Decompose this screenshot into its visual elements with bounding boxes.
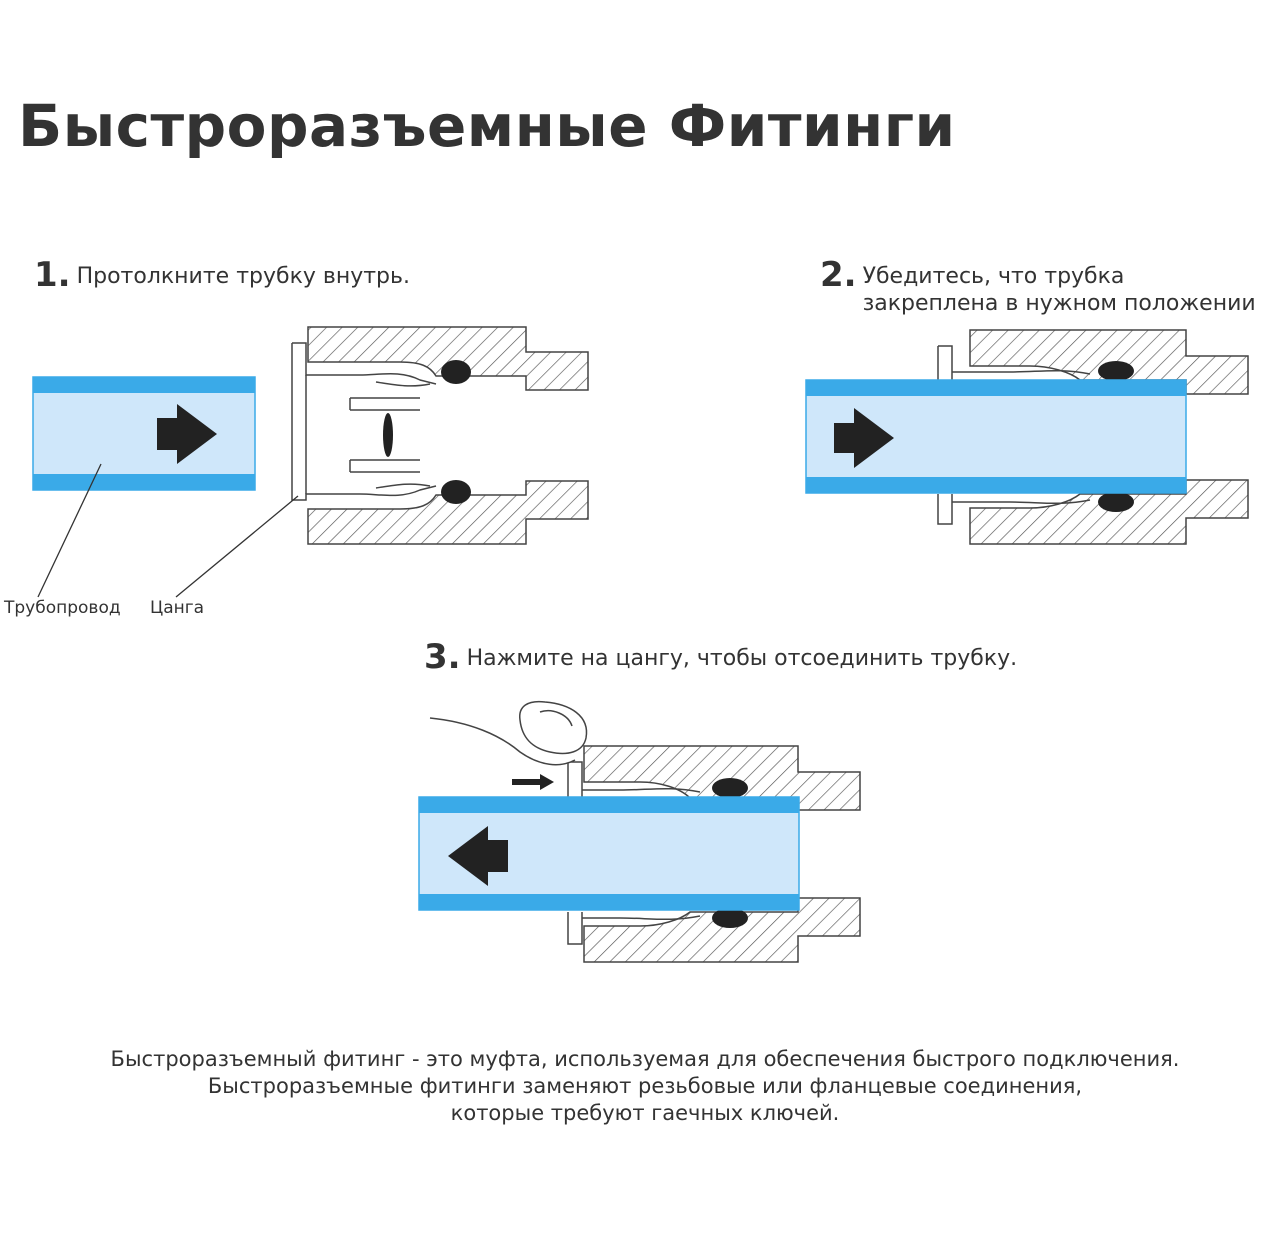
step2-seal-top [1098,361,1134,381]
collet-label: Цанга [150,598,205,618]
step1-push-arrow-icon [157,404,217,464]
step3-seal-top [712,778,748,798]
step1-seal-top [441,360,471,384]
page-title: Быстроразъемные Фитинги [18,92,956,160]
step2-push-arrow-icon [834,408,894,468]
step3-tube [418,796,800,911]
step-2-text-line1: Убедитесь, что трубка [862,264,1125,289]
step-2-number: 2. [820,255,857,295]
footer-line-3: которые требуют гаечных ключей. [450,1101,840,1125]
step-3-text: Нажмите на цангу, чтобы отсоединить труб… [466,646,1018,671]
footer-line-2: Быстроразъемные фитинги заменяют резьбов… [207,1074,1083,1098]
pipe-label: Трубопровод [4,598,121,618]
step3-body-bottom [583,897,861,963]
step1-seal-bottom [441,480,471,504]
step3-body-top [583,745,861,811]
footer-description: Быстроразъемный фитинг - это муфта, испо… [20,1046,1270,1127]
step-1-text: Протолкните трубку внутрь. [76,264,410,289]
step-3-caption: 3. Нажмите на цангу, чтобы отсоединить т… [424,640,1017,674]
finger-icon [429,700,588,766]
step3-pull-arrow-icon [448,826,508,886]
footer-line-1: Быстроразъемный фитинг - это муфта, испо… [110,1047,1180,1071]
step-2-text: Убедитесь, что трубка закреплена в нужно… [863,258,1256,317]
pipe-leader-line [37,463,102,598]
step1-tube [32,376,256,491]
step1-collet [291,342,437,501]
step1-collet-center-mark [383,413,393,457]
step-2-text-line2: закреплена в нужном положении [862,291,1256,316]
step-1-caption: 1. Протолкните трубку внутрь. [34,258,410,292]
step1-body-bottom [307,480,589,545]
step-1-number: 1. [34,255,71,295]
step2-seal-bottom [1098,492,1134,512]
step2-collet [937,345,1091,525]
collet-leader-line [175,495,299,598]
step3-seal-bottom [712,908,748,928]
step-2-caption: 2. Убедитесь, что трубка закреплена в ну… [820,258,1256,317]
step3-collet [567,761,701,945]
step1-body-top [307,326,589,391]
step-3-number: 3. [424,637,461,677]
step2-body-bottom [969,479,1249,545]
step3-press-arrow-icon [512,774,554,790]
